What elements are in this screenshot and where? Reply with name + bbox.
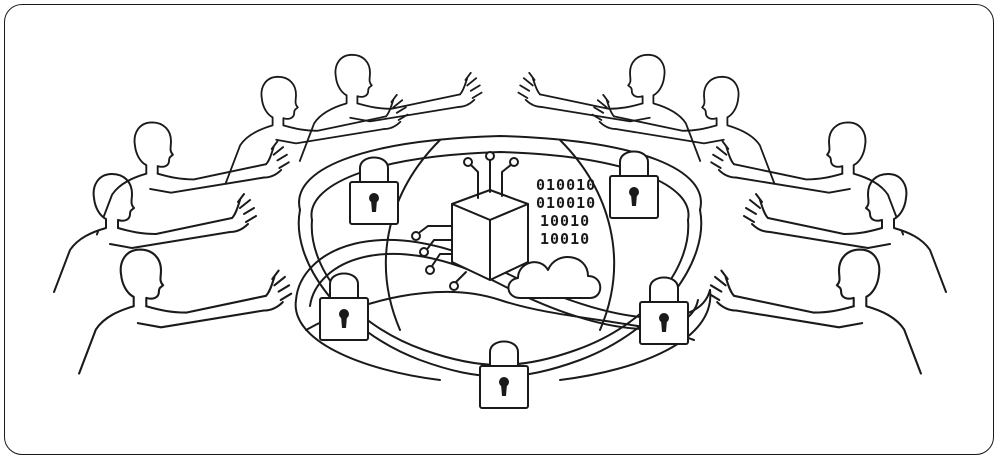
circuit-lines-icon bbox=[411, 151, 519, 291]
person-figure bbox=[707, 248, 922, 375]
padlock-icon bbox=[479, 340, 529, 409]
binary-line: 10010 bbox=[540, 212, 590, 230]
padlocks bbox=[319, 150, 689, 409]
padlock-icon bbox=[609, 150, 659, 219]
person-figure bbox=[743, 173, 947, 293]
person-figure bbox=[78, 248, 293, 375]
people-left bbox=[53, 53, 483, 375]
person-figure bbox=[53, 173, 257, 293]
binary-code: 010010 010010 10010 10010 bbox=[536, 176, 596, 248]
padlock-icon bbox=[319, 272, 369, 341]
padlock-icon bbox=[639, 276, 689, 345]
binary-line: 010010 bbox=[536, 176, 596, 194]
cloud-icon bbox=[507, 256, 602, 299]
padlock-icon bbox=[349, 156, 399, 225]
binary-line: 10010 bbox=[540, 230, 590, 248]
data-cube-icon bbox=[451, 189, 529, 281]
binary-line: 010010 bbox=[536, 194, 596, 212]
